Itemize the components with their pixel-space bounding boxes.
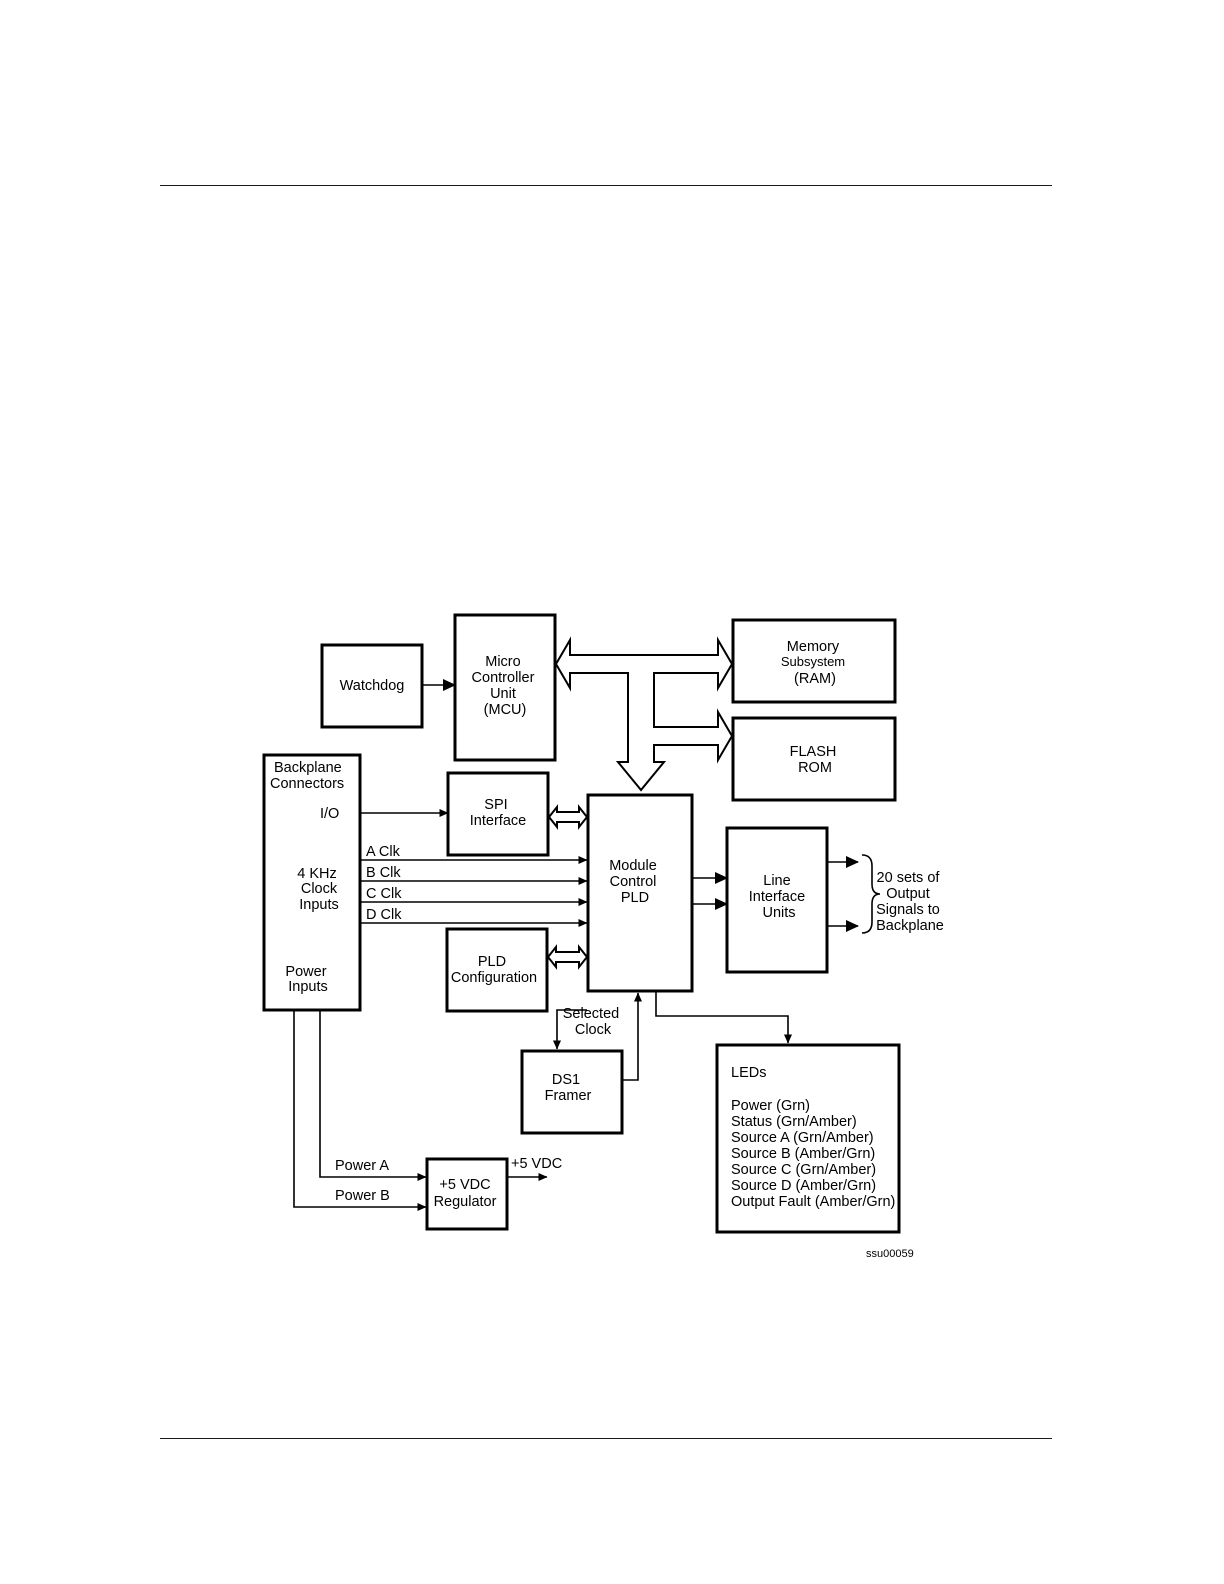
figure-id: ssu00059 <box>866 1248 914 1260</box>
ds1-box <box>520 1049 624 1135</box>
pld-config-label: PLD Configuration <box>451 954 537 986</box>
power-b-label: Power B <box>335 1188 390 1204</box>
module-pld-box <box>586 793 694 993</box>
mcu-box <box>453 613 557 762</box>
leds-label: LEDs Power (Grn) Status (Grn/Amber) Sour… <box>731 1065 895 1210</box>
ds1-label: DS1 Framer <box>545 1072 592 1104</box>
memory-box <box>731 618 897 704</box>
flash-box <box>731 716 897 802</box>
module-pld-label: Module Control PLD <box>609 858 661 906</box>
clock-inputs-label: 4 KHz Clock Inputs <box>297 866 341 913</box>
watchdog-label: Watchdog <box>340 678 405 694</box>
header-rule <box>160 185 1052 186</box>
power-a-wire <box>319 1010 427 1181</box>
io-label: I/O <box>320 806 339 822</box>
spi-box <box>446 771 550 857</box>
power-inputs-label: Power Inputs <box>285 964 330 995</box>
power-a-label: Power A <box>335 1158 389 1174</box>
vdc-out-label: +5 VDC <box>511 1156 562 1172</box>
pld-to-ds1-arrow <box>553 1009 587 1050</box>
pld-to-leds-arrow <box>655 991 792 1044</box>
backplane-label: Backplane Connectors <box>270 760 346 792</box>
mcu-memory-bus <box>554 636 734 792</box>
regulator-label: +5 VDC Regulator <box>434 1177 497 1210</box>
mcu-label: Micro Controller Unit (MCU) <box>472 654 539 718</box>
leds-box <box>715 1043 901 1234</box>
a-clk-label: A Clk <box>366 844 401 860</box>
d-clk-label: D Clk <box>366 907 402 923</box>
flash-label: FLASH ROM <box>790 744 841 776</box>
pldconfig-pld-bus <box>546 944 589 970</box>
outputs-label: 20 sets of Output Signals to Backplane <box>876 870 944 934</box>
footer-rule <box>160 1438 1052 1439</box>
memory-label: Memory Subsystem (RAM) <box>781 639 849 687</box>
b-clk-label: B Clk <box>366 865 401 881</box>
backplane-box <box>262 753 362 1012</box>
output-brace <box>861 854 881 934</box>
c-clk-label: C Clk <box>366 886 402 902</box>
power-b-wire <box>293 1010 427 1211</box>
watchdog-box <box>320 643 424 729</box>
spi-label: SPI Interface <box>470 797 526 829</box>
regulator-box <box>425 1157 509 1231</box>
selected-clock-label: Selected Clock <box>563 1006 623 1038</box>
liu-box <box>725 826 829 974</box>
liu-label: Line Interface Units <box>749 873 809 921</box>
spi-pld-bus <box>547 804 589 830</box>
pld-config-box <box>445 927 549 1013</box>
ds1-to-pld-arrow <box>622 992 642 1081</box>
